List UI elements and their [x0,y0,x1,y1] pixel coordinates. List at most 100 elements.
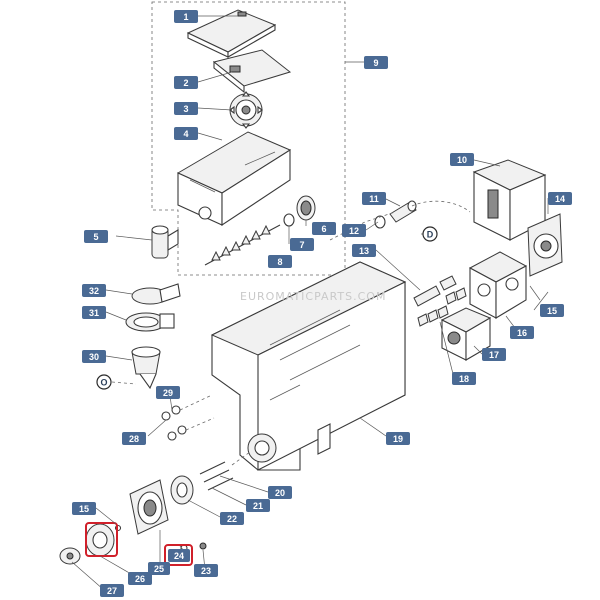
svg-text:15: 15 [547,306,557,316]
part-24-gasket [85,523,115,557]
label-28: 28 [122,432,146,445]
label-13: 13 [352,244,376,257]
label-7: 7 [290,238,314,251]
part-14-fan [527,213,563,277]
label-6: 6 [312,222,336,235]
label-32: 32 [82,284,106,297]
part-6-ring [296,195,316,221]
label-10: 10 [450,153,474,166]
part-25-flange [129,479,169,535]
part-16-pump-head [468,251,528,319]
label-12: 12 [342,224,366,237]
svg-text:27: 27 [107,586,117,596]
svg-text:12: 12 [349,226,359,236]
label-31: 31 [82,306,106,319]
label-30: 30 [82,350,106,363]
svg-text:6: 6 [321,224,326,234]
label-2: 2 [174,76,198,89]
part-28-screws [161,405,187,441]
part-19-housing [210,261,407,471]
svg-text:10: 10 [457,155,467,165]
screw-dash-20 [231,451,251,466]
svg-text:14: 14 [555,194,565,204]
svg-text:28: 28 [129,434,139,444]
part-4-hopper [176,131,292,227]
label-15-right: 15 [540,304,564,317]
label-19: 19 [386,432,410,445]
svg-text:20: 20 [275,488,285,498]
svg-text:13: 13 [359,246,369,256]
part-27-knob [59,547,81,565]
label-22: 22 [220,512,244,525]
label-21: 21 [246,499,270,512]
flow-line [411,200,471,213]
svg-text:17: 17 [489,350,499,360]
svg-text:15: 15 [79,504,89,514]
part-2-hinge [212,49,292,94]
svg-text:2: 2 [183,78,188,88]
flow-line-2 [329,211,396,241]
svg-text:3: 3 [183,104,188,114]
ref-circle-o: O [96,374,112,390]
svg-text:22: 22 [227,514,237,524]
svg-text:18: 18 [459,374,469,384]
label-15-left: 15 [72,502,96,515]
svg-text:16: 16 [517,328,527,338]
label-24: 24 [168,549,190,562]
svg-text:32: 32 [89,286,99,296]
part-31-collar [125,312,175,332]
svg-text:O: O [100,378,107,388]
label-25: 25 [148,562,170,575]
svg-text:30: 30 [89,352,99,362]
svg-text:9: 9 [373,58,378,68]
screw-lines [179,394,215,431]
part-10-module [472,159,547,241]
watermark: EUROMATICPARTS.COM [240,290,386,303]
svg-text:1: 1 [183,12,188,22]
svg-text:24: 24 [174,551,184,561]
label-5: 5 [84,230,108,243]
part-5-spout [151,225,179,259]
part-13-nozzle [413,275,457,307]
svg-text:26: 26 [135,574,145,584]
label-20: 20 [268,486,292,499]
svg-text:7: 7 [299,240,304,250]
svg-text:31: 31 [89,308,99,318]
part-8-auger [204,224,281,266]
highlight-box-gasket [85,522,118,557]
label-1: 1 [174,10,198,23]
part-7-oring [283,213,295,227]
svg-text:D: D [427,230,434,240]
label-4: 4 [174,127,198,140]
label-3: 3 [174,102,198,115]
part-20-screws [199,461,234,491]
part-11-tube [389,200,417,223]
highlight-box-24 [164,544,193,566]
label-17: 17 [482,348,506,361]
group-box-9 [151,1,346,276]
ref-o-line [111,381,137,385]
svg-text:4: 4 [183,129,188,139]
svg-text:23: 23 [201,566,211,576]
label-14: 14 [548,192,572,205]
part-3-gear [229,91,263,129]
svg-text:5: 5 [93,232,98,242]
ref-circle-d: D [422,226,438,242]
label-29: 29 [156,386,180,399]
part-23-screw [199,542,207,550]
svg-text:25: 25 [154,564,164,574]
part-32-cap [131,283,181,305]
svg-text:11: 11 [369,194,379,204]
label-26: 26 [128,572,152,585]
svg-text:29: 29 [163,388,173,398]
label-11: 11 [362,192,386,205]
svg-text:8: 8 [277,257,282,267]
svg-text:19: 19 [393,434,403,444]
label-8: 8 [268,255,292,268]
part-12-oring [374,215,386,229]
part-1-lid [186,9,277,58]
label-16: 16 [510,326,534,339]
label-tags: 1 2 3 4 5 6 7 8 9 10 11 12 13 14 15 16 1… [72,10,572,597]
label-27: 27 [100,584,124,597]
